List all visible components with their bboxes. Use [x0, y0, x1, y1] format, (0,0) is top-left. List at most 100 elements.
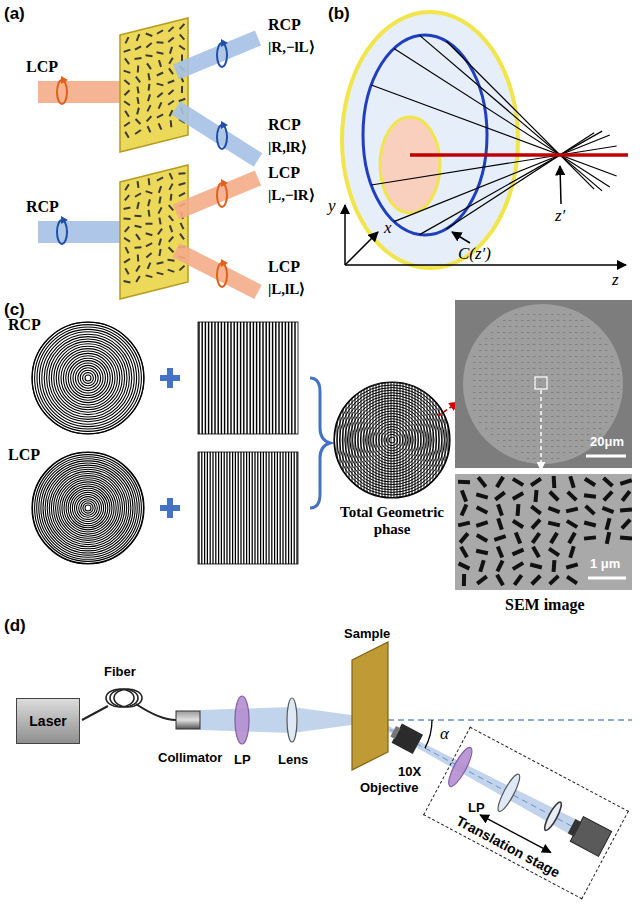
texture — [581, 362, 584, 363]
nano-bar — [552, 476, 557, 488]
nano-bar — [156, 261, 163, 265]
panel-letter: (d) — [4, 616, 26, 636]
zone-ring — [353, 401, 432, 480]
texture — [515, 422, 518, 423]
texture — [497, 344, 500, 345]
grating-line — [412, 380, 413, 500]
grating-line — [229, 452, 230, 564]
zone-ring — [384, 432, 400, 448]
texture — [491, 374, 494, 375]
texture — [497, 380, 500, 381]
texture — [557, 386, 560, 387]
texture — [473, 410, 476, 411]
grating-line — [221, 452, 222, 564]
nano-bar — [125, 247, 130, 254]
texture — [515, 368, 518, 369]
texture — [497, 338, 500, 339]
texture — [587, 362, 590, 363]
nano-bar — [512, 561, 524, 571]
texture — [521, 338, 524, 339]
texture — [515, 416, 518, 417]
texture — [479, 404, 482, 405]
panel-letter: (a) — [4, 4, 25, 24]
nano-bar — [168, 57, 173, 64]
texture — [515, 386, 518, 387]
nano-bar — [145, 242, 152, 247]
label-text: 10X — [398, 764, 421, 779]
texture — [599, 350, 602, 351]
texture — [593, 344, 596, 345]
polarization-icon — [217, 43, 227, 67]
texture — [599, 338, 602, 339]
nano-bar — [458, 562, 471, 571]
total-phase — [334, 380, 451, 500]
texture — [551, 332, 554, 333]
texture — [557, 344, 560, 345]
nano-bar — [584, 535, 596, 540]
texture — [557, 356, 560, 357]
nano-bar — [134, 45, 141, 50]
texture — [581, 398, 584, 399]
zone-ring — [51, 341, 124, 414]
zone-ring — [379, 427, 406, 454]
texture — [515, 374, 518, 375]
stage-box: Translation stage — [423, 727, 629, 900]
texture — [533, 374, 536, 375]
nano-bar — [494, 491, 506, 502]
nano-bar — [137, 65, 139, 72]
texture — [509, 344, 512, 345]
texture — [497, 416, 500, 417]
nano-bar — [148, 178, 151, 185]
grating-line — [349, 380, 350, 500]
polarizer — [235, 696, 249, 744]
grating-line — [207, 452, 208, 564]
texture — [509, 446, 512, 447]
nano-bar — [496, 518, 504, 531]
label-text: z — [612, 270, 619, 290]
polarization-arrow — [61, 216, 68, 224]
sem-sample — [463, 304, 623, 464]
nano-bar — [124, 121, 131, 127]
texture — [569, 338, 572, 339]
nano-bar — [495, 574, 504, 586]
texture — [503, 362, 506, 363]
texture — [557, 368, 560, 369]
texture — [563, 332, 566, 333]
zone-ring — [32, 322, 144, 434]
ray — [446, 133, 594, 229]
texture — [521, 368, 524, 369]
texture — [491, 368, 494, 369]
polarization-arrow — [221, 179, 228, 187]
texture — [539, 332, 542, 333]
texture — [551, 452, 554, 453]
texture — [485, 344, 488, 345]
grating-line — [208, 322, 209, 434]
texture — [563, 398, 566, 399]
texture — [509, 392, 512, 393]
nano-bar — [156, 83, 163, 87]
grating-line — [215, 452, 216, 564]
texture — [473, 392, 476, 393]
texture — [491, 410, 494, 411]
ray — [371, 85, 616, 176]
texture — [551, 404, 554, 405]
nano-bar — [168, 37, 175, 43]
texture — [521, 356, 524, 357]
grating-line — [233, 322, 234, 434]
grating-line — [249, 322, 250, 434]
label-text: |L,−lR⟩ — [268, 186, 315, 204]
grating-line — [294, 322, 295, 434]
label-text: |R,lR⟩ — [268, 138, 307, 156]
texture — [533, 332, 536, 333]
zone-ring — [59, 349, 118, 408]
texture — [599, 368, 602, 369]
texture — [617, 386, 620, 387]
texture — [473, 380, 476, 381]
label-text: RCP — [268, 16, 301, 34]
zone-ring — [56, 476, 121, 541]
grating-line — [201, 322, 202, 434]
texture — [509, 368, 512, 369]
texture — [599, 380, 602, 381]
sem-zoom — [455, 474, 632, 590]
